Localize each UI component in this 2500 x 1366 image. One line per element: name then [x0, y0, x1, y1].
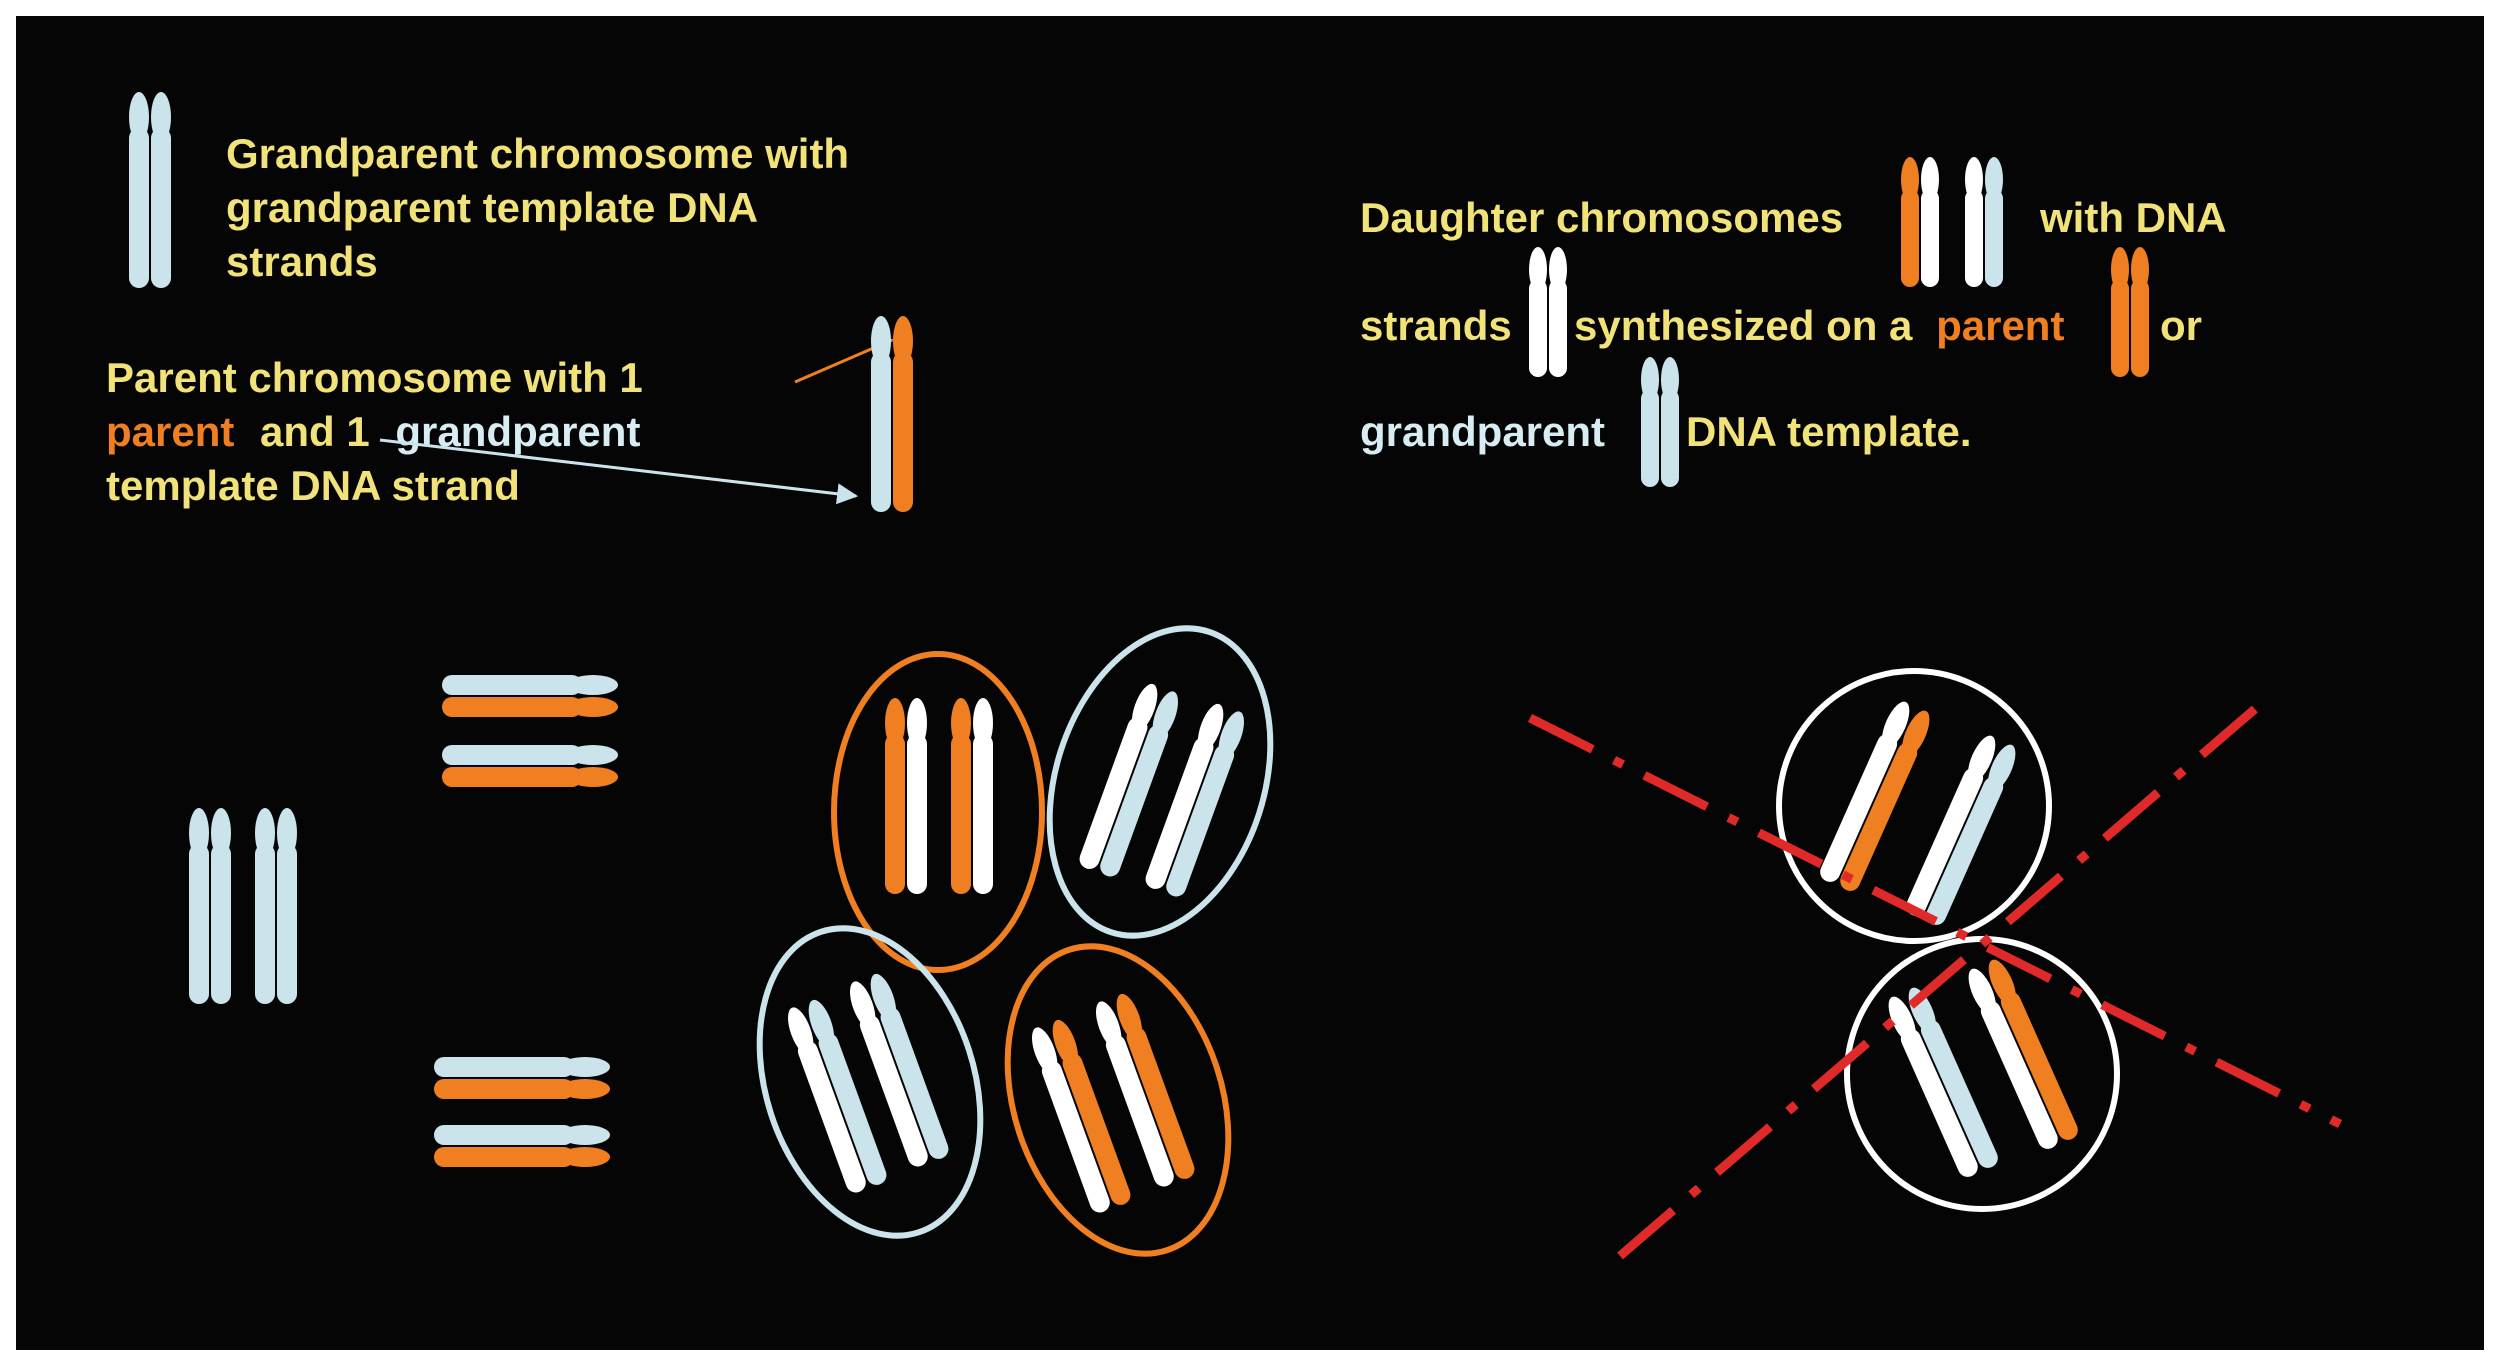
chromosome-glyphs [129, 92, 2149, 1213]
legend-with-dna: with DNA [2039, 194, 2227, 241]
cross-line-a [1527, 713, 2343, 1129]
legend-parent: Parent chromosome with 1 parent and 1 gr… [106, 354, 643, 509]
parent-chromosome-legend [871, 316, 913, 512]
legend-daughter: Daughter chromosomes with DNA strands sy… [1360, 194, 2227, 455]
legend-parent-word-right: parent [1936, 302, 2064, 349]
daughter-chromosome [1079, 683, 1179, 877]
legend-daughter-label: Daughter chromosomes [1360, 194, 1843, 241]
mixed-group-circle-top [1776, 668, 2052, 944]
parent-chromosome [442, 745, 618, 787]
daughter-chromosome [787, 999, 887, 1193]
daughter-chromosome [1906, 735, 2016, 925]
grandparent-chromosome [189, 808, 231, 1004]
parent-chromosome [434, 1057, 610, 1099]
legend-parent-line3: template DNA strand [106, 462, 520, 509]
daughter-chromosome-legend [1965, 157, 2003, 287]
legend-grandparent-word-right: grandparent [1360, 408, 1605, 455]
legend-grandparent: Grandparent chromosome with grandparent … [226, 130, 849, 285]
daughter-chromosome [951, 698, 993, 894]
group-ellipse-grandparent-top [1046, 625, 1274, 939]
group-ellipse-parent-bottom [1004, 943, 1232, 1257]
grandparent-chromosome [255, 808, 297, 1004]
legend-grandparent-line2: grandparent template DNA [226, 184, 758, 231]
daughter-chromosome [1820, 701, 1930, 891]
group-ellipse-parent-top [831, 651, 1045, 973]
legend-synth-line: synthesized on a parent [1574, 302, 2064, 349]
legend-grandparent-line1: Grandparent chromosome with [226, 130, 849, 177]
new-strand-legend [1529, 247, 1567, 377]
parent-chromosome [442, 675, 618, 717]
daughter-chromosome [849, 973, 949, 1167]
daughter-chromosome [1095, 993, 1195, 1187]
legend-parent-word: parent [106, 408, 234, 455]
parent-chromosome [434, 1125, 610, 1167]
legend-parent-and1: and 1 [260, 408, 370, 455]
grandparent-chromosome-legend [129, 92, 171, 288]
cross-line-b [1617, 692, 2273, 1260]
arrow-icon [379, 438, 859, 505]
legend-parent-grandparent-word: grandparent [395, 408, 640, 455]
daughter-chromosome [1968, 959, 2078, 1149]
legend-synthesized: synthesized on a [1574, 302, 1913, 349]
legend-parent-line1: Parent chromosome with 1 [106, 354, 643, 401]
group-ellipse-grandparent-bottom [756, 925, 984, 1239]
daughter-chromosome [1888, 987, 1998, 1177]
daughter-chromosome-legend [1901, 157, 1939, 287]
parent-strand-legend [2111, 247, 2149, 377]
legend-dna-template: DNA template. [1686, 408, 1972, 455]
daughter-chromosome [1031, 1019, 1131, 1213]
legend-grandparent-line3: strands [226, 238, 378, 285]
grandparent-strand-legend [1641, 357, 1679, 487]
legend-strands: strands [1360, 302, 1512, 349]
daughter-chromosome [885, 698, 927, 894]
daughter-groups-sorted [756, 625, 1274, 1257]
legend-or: or [2160, 302, 2202, 349]
legend-parent-line2: parent and 1 grandparent [106, 408, 640, 455]
daughter-chromosome [1145, 703, 1245, 897]
cross-out-icon [1527, 692, 2343, 1260]
